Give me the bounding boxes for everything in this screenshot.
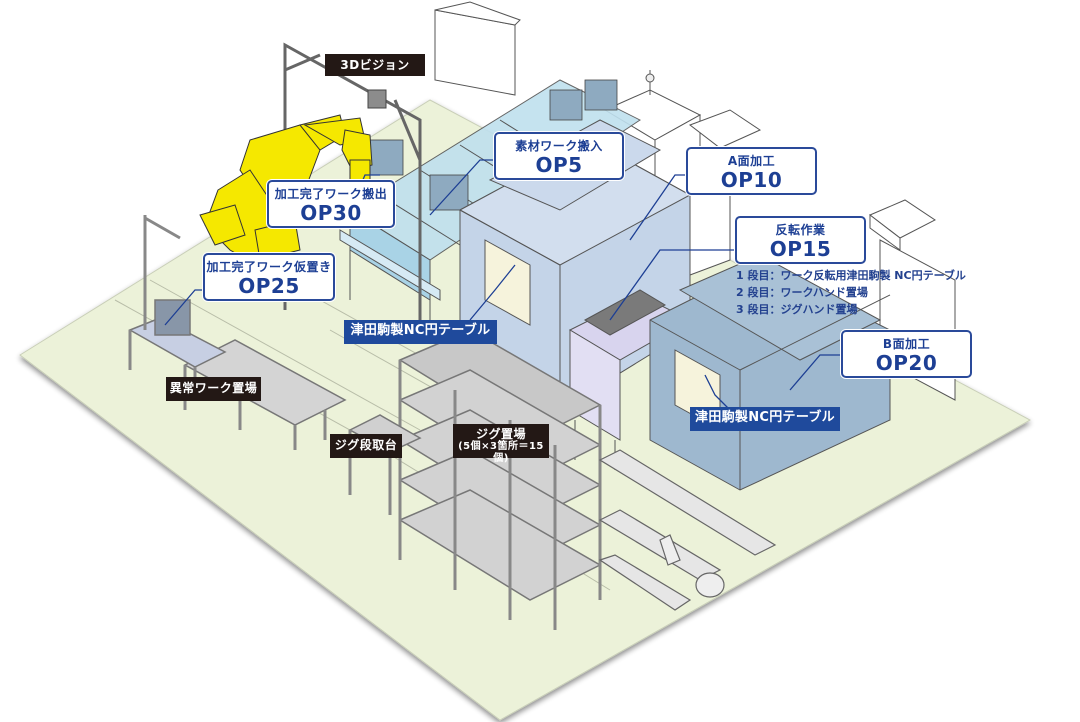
callout-op25: 加工完了ワーク仮置き OP25 (203, 253, 335, 301)
callout-op30: 加工完了ワーク搬出 OP30 (267, 180, 395, 228)
callout-op15-label: 反転作業 (775, 223, 826, 237)
leader-lines (164, 159, 842, 411)
tag-jig-storage-detail: (5個×3箇所＝15個) (458, 441, 544, 464)
callout-op10-code: OP10 (720, 168, 783, 192)
callout-op25-label: 加工完了ワーク仮置き (206, 260, 332, 274)
tag-jig-storage-title: ジグ置場 (475, 427, 526, 441)
robot-arm (199, 114, 373, 271)
callout-op10: A面加工 OP10 (686, 147, 817, 195)
3d-vision-camera (367, 89, 387, 109)
jig-transfer-rails (598, 449, 777, 611)
callout-op5-code: OP5 (535, 153, 583, 177)
callout-op20: B面加工 OP20 (841, 330, 972, 378)
op15-note-tier-2: 2 段目：ワークハンド置場 (736, 286, 868, 299)
tag-nc-rotary-table-a: 津田駒製NC円テーブル (344, 320, 497, 344)
callout-op15: 反転作業 OP15 (735, 216, 866, 264)
callout-op5: 素材ワーク搬入 OP5 (494, 132, 624, 180)
callout-op20-code: OP20 (875, 351, 938, 375)
callout-op30-label: 加工完了ワーク搬出 (274, 187, 388, 201)
callout-op10-label: A面加工 (727, 154, 776, 168)
callout-op25-code: OP25 (238, 274, 300, 298)
callout-op20-label: B面加工 (882, 337, 931, 351)
tag-jig-storage: ジグ置場 (5個×3箇所＝15個) (453, 424, 549, 464)
workpiece-stacks (364, 79, 618, 211)
machine-op20 (649, 254, 891, 491)
callout-op15-code: OP15 (769, 237, 832, 261)
callout-op5-label: 素材ワーク搬入 (515, 139, 603, 153)
callout-op30-code: OP30 (300, 201, 362, 225)
tag-abnormal-work-area: 異常ワーク置場 (166, 377, 261, 401)
tag-jig-setup-table: ジグ段取台 (330, 434, 402, 458)
op15-note-tier-1: 1 段目：ワーク反転用津田駒製 NC円テーブル (736, 269, 966, 282)
tag-nc-rotary-table-b: 津田駒製NC円テーブル (690, 407, 840, 431)
tag-3d-vision: 3Dビジョン (325, 54, 425, 76)
op15-note-tier-3: 3 段目：ジグハンド置場 (736, 303, 858, 316)
